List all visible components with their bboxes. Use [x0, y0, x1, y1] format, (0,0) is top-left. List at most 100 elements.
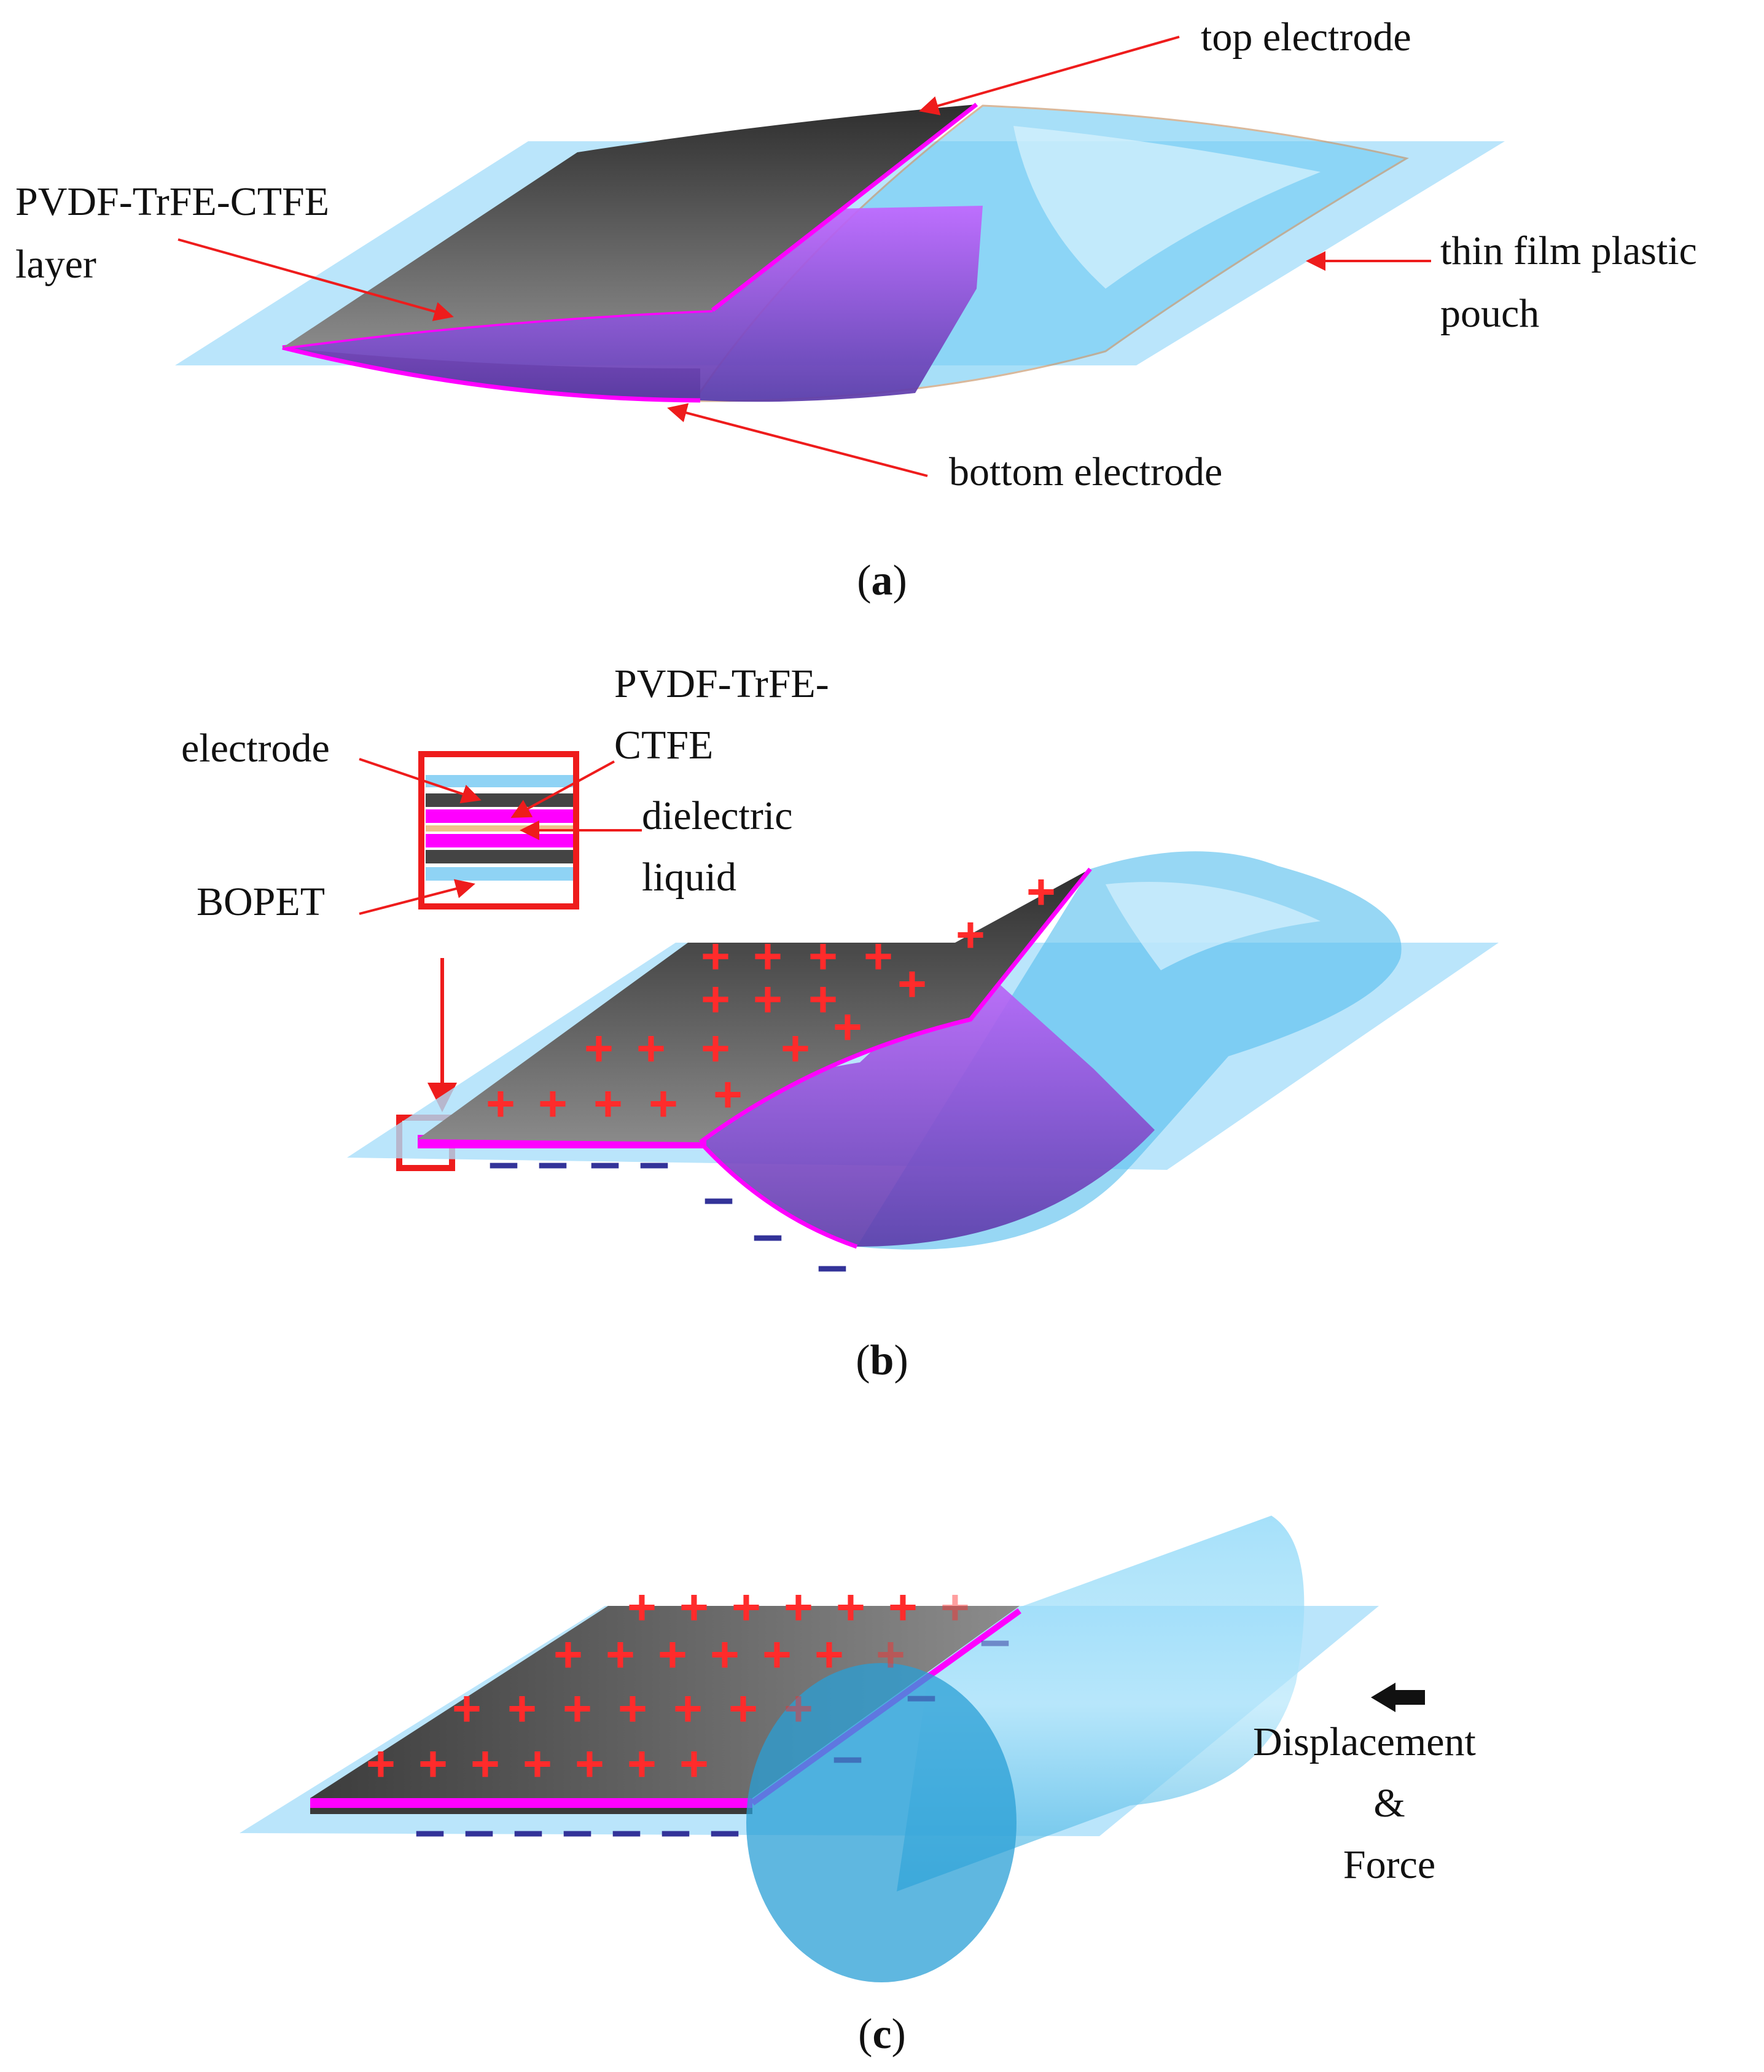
plus-charge: + [732, 1579, 761, 1635]
plus-charge: + [753, 972, 782, 1027]
cross-section-inset [418, 751, 579, 909]
plus-charge: + [710, 1627, 740, 1683]
plus-charge: + [507, 1681, 537, 1737]
plus-charge: + [713, 1067, 743, 1123]
plus-charge: + [701, 929, 730, 984]
top-electrode [283, 104, 977, 348]
plus-charge: + [366, 1736, 396, 1792]
label-top-electrode: top electrode [1201, 15, 1411, 60]
pvdf-layer [700, 958, 1155, 1247]
plus-charge: + [486, 1076, 515, 1132]
minus-charge: – [660, 1799, 691, 1861]
label-pvdf-line2: CTFE [614, 723, 713, 768]
minus-charge: – [639, 1131, 669, 1193]
arrow-electrode [359, 758, 482, 804]
panel-b: PVDF-TrFE- CTFE electrode dielectric liq… [181, 661, 1499, 1384]
charges-b: ++++++++++++++++++++––––––– [486, 864, 1056, 1296]
minus-charge: – [464, 1799, 494, 1861]
left-arrow-icon [1371, 1683, 1425, 1712]
minus-charge: – [415, 1799, 445, 1861]
arrow-bottom-electrode [667, 403, 928, 477]
panel-c: ++++++++++++++++++++++++++++–––––––––– D… [240, 1516, 1476, 2058]
plus-charge: + [575, 1736, 604, 1792]
electrode-edge [310, 1808, 752, 1814]
pvdf-strip [310, 1798, 752, 1808]
minus-charge: – [832, 1726, 863, 1787]
plus-charge: + [940, 1579, 970, 1635]
plus-charge: + [452, 1681, 482, 1737]
plus-charge: + [538, 1076, 568, 1132]
minus-charge: – [611, 1799, 642, 1861]
minus-charge: – [513, 1799, 544, 1861]
arrow-pvdf [510, 760, 615, 818]
plus-charge: + [649, 1076, 678, 1132]
plus-charge: + [728, 1681, 758, 1737]
plus-charge: + [636, 1021, 666, 1077]
plus-charge: + [658, 1627, 687, 1683]
pvdf-layer [283, 206, 983, 402]
minus-charge: – [752, 1204, 783, 1265]
plus-charge: + [833, 999, 862, 1055]
pvdf-layer-edge [282, 308, 713, 403]
plus-charge: + [784, 1681, 813, 1737]
plus-charge: + [753, 929, 782, 984]
minus-charge: – [590, 1131, 620, 1193]
label-electrode: electrode [181, 726, 330, 771]
plus-charge: + [553, 1627, 583, 1683]
charges-c: ++++++++++++++++++++++++++++–––––––––– [366, 1579, 1010, 1861]
plus-charge: + [563, 1681, 592, 1737]
label-pvdf-line1: PVDF-TrFE-CTFE [15, 179, 329, 224]
plus-charge: + [808, 972, 838, 1027]
plus-charge: + [627, 1579, 657, 1635]
label-dielectric-line2: liquid [642, 855, 736, 900]
plus-charge: + [864, 929, 893, 984]
caption-a: (a) [857, 557, 907, 604]
label-bopet: BOPET [197, 879, 325, 924]
plus-charge: + [808, 929, 838, 984]
plus-charge: + [814, 1627, 844, 1683]
label-pouch-line1: thin film plastic [1440, 228, 1697, 273]
plus-charge: + [606, 1627, 635, 1683]
plus-charge: + [876, 1627, 905, 1683]
plus-charge: + [762, 1627, 792, 1683]
label-force: Force [1343, 1842, 1435, 1887]
plus-charge: + [1026, 864, 1056, 920]
caption-c: (c) [858, 2011, 906, 2058]
arrow-bopet [359, 879, 475, 915]
plus-charge: + [897, 956, 927, 1012]
top-electrode-edge [711, 103, 978, 312]
minus-charge: – [709, 1799, 740, 1861]
top-electrode [418, 869, 1090, 1142]
minus-charge: – [906, 1664, 937, 1726]
plus-charge: + [584, 1021, 614, 1077]
label-displacement: Displacement [1253, 1720, 1476, 1764]
minus-charge: – [980, 1609, 1010, 1670]
arrow-pvdf-layer [178, 238, 454, 321]
plus-charge: + [673, 1681, 703, 1737]
electrode-sheet [310, 1606, 1020, 1798]
minus-charge: – [488, 1131, 519, 1193]
plus-charge: + [627, 1736, 657, 1792]
pouch-cylinder-end [746, 1663, 1017, 1982]
label-bottom-electrode: bottom electrode [949, 450, 1222, 494]
label-dielectric-line1: dielectric [642, 793, 793, 838]
label-ampersand: & [1373, 1781, 1405, 1826]
plus-charge: + [781, 1021, 810, 1077]
plus-charge: + [701, 1021, 730, 1077]
plus-charge: + [418, 1736, 448, 1792]
arrow-top-electrode [919, 36, 1180, 115]
plus-charge: + [836, 1579, 865, 1635]
caption-b: (b) [856, 1337, 908, 1384]
pouch-highlight [1013, 126, 1321, 289]
plus-charge: + [679, 1736, 709, 1792]
label-pvdf-line1: PVDF-TrFE- [614, 661, 829, 706]
plus-charge: + [956, 907, 985, 963]
plus-charge: + [679, 1579, 709, 1635]
plus-charge: + [523, 1736, 552, 1792]
label-pouch-line2: pouch [1440, 291, 1539, 336]
plus-charge: + [784, 1579, 813, 1635]
panel-a: top electrode PVDF-TrFE-CTFE layer thin … [15, 15, 1697, 604]
minus-charge: – [817, 1234, 848, 1296]
plus-charge: + [470, 1736, 500, 1792]
